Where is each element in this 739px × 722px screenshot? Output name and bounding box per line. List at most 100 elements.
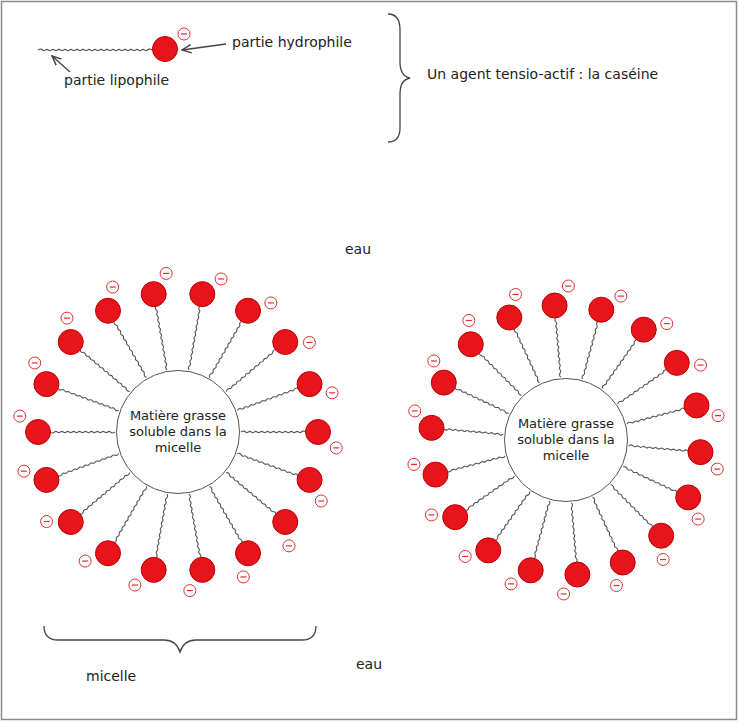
charge-symbol [64, 318, 70, 319]
hydrophilic-head [458, 332, 483, 357]
hydrophilic-head [273, 330, 298, 355]
lipophilic-tail [623, 467, 677, 493]
charge-symbol [178, 28, 190, 40]
charge-symbol [61, 312, 73, 324]
hydrophilic-head [190, 557, 215, 582]
charge-symbol [333, 447, 339, 448]
hydrophilic-head [423, 462, 448, 487]
lipophilic-tail [592, 497, 617, 551]
lipophilic-tail [447, 456, 505, 472]
charge-symbol [129, 579, 141, 591]
charge-symbol [41, 516, 53, 528]
charge-symbol [329, 392, 335, 393]
charge-symbol [408, 458, 420, 470]
hydrophilic-head [419, 415, 444, 440]
charge-symbol [664, 323, 670, 324]
charge-symbol [107, 281, 119, 293]
medium-label: eau [343, 241, 373, 257]
charge-symbol [466, 320, 472, 321]
charge-symbol [21, 471, 27, 472]
lipophilic-tail [455, 388, 509, 414]
charge-symbol [218, 278, 224, 279]
lipophilic-tail [209, 321, 242, 377]
brace [44, 626, 316, 652]
lipophilic-tail [210, 487, 243, 543]
hydrophilic-head [96, 541, 121, 566]
fat-core: Matière grasse soluble dans la micelle [504, 378, 628, 502]
lipophilic-tail [237, 388, 298, 410]
hydrophilic-head [443, 505, 468, 530]
charge-symbol [463, 315, 475, 327]
lipophilic-tail [156, 494, 168, 558]
micelle-illustration [14, 267, 724, 600]
charge-symbol [714, 468, 720, 469]
charge-symbol [660, 559, 666, 560]
charge-symbol [562, 280, 574, 292]
hydrophilic-head [236, 541, 261, 566]
brace [388, 14, 410, 142]
hydrophilic-head [565, 562, 590, 587]
surfactant-illustration [38, 28, 190, 62]
charge-symbol [14, 410, 26, 422]
lipophilic-tail [241, 431, 306, 433]
charge-symbol [661, 318, 673, 330]
charge-symbol [711, 463, 723, 475]
hydrophilic-head [476, 538, 501, 563]
hydrophilic-head [190, 282, 215, 307]
charge-symbol [160, 267, 172, 279]
charge-symbol [18, 465, 30, 477]
charge-symbol [237, 571, 249, 583]
charge-symbol [306, 342, 312, 343]
lipophilic-tail [58, 388, 119, 410]
lipophilic-tail [114, 321, 147, 377]
hydrophilic-head [141, 557, 166, 582]
hydrophilic-head [58, 330, 83, 355]
charge-symbol [459, 550, 471, 562]
charge-symbol [29, 357, 41, 369]
lipophilic-tail [226, 472, 276, 514]
hydrophilic-head [542, 293, 567, 318]
charge-symbol [265, 297, 277, 309]
hydrophilic-head [34, 372, 59, 397]
hydrophilic-head [518, 558, 543, 583]
hydrophilic-head [684, 393, 709, 418]
hydrophilic-head [153, 37, 178, 62]
lipophilic-tail [571, 503, 577, 563]
charge-symbol [409, 405, 421, 417]
hydrophilic-head [26, 420, 51, 445]
part-name: micelle [84, 668, 138, 684]
hydrophilic-head [34, 467, 59, 492]
charge-symbol [695, 518, 701, 519]
charge-symbol [513, 294, 519, 295]
medium-label: eau [354, 656, 384, 672]
charge-symbol [505, 578, 517, 590]
lipophilic-tail [479, 353, 521, 396]
part-name: partie lipophile [62, 72, 171, 88]
hydrophilic-head [610, 550, 635, 575]
charge-symbol [558, 588, 570, 600]
charge-symbol [326, 387, 338, 399]
lipophilic-tail [155, 306, 167, 370]
hydrophilic-head [631, 317, 656, 342]
charge-symbol [330, 442, 342, 454]
lipophilic-tail [38, 49, 152, 51]
charge-symbol [315, 495, 327, 507]
charge-symbol [657, 553, 669, 565]
charge-symbol [698, 364, 704, 365]
fat-core: Matière grasse soluble dans la micelle [116, 370, 240, 494]
lipophilic-tail [610, 485, 652, 528]
charge-symbol [615, 290, 627, 302]
charge-symbol [508, 583, 514, 584]
lipophilic-tail [50, 431, 115, 433]
lipophilic-tail [114, 487, 147, 543]
hydrophilic-head [236, 298, 261, 323]
charge-symbol [132, 584, 138, 585]
lipophilic-tail [465, 476, 514, 510]
hydrophilic-head [141, 282, 166, 307]
hydrophilic-head [688, 440, 713, 465]
charge-symbol [240, 576, 246, 577]
hydrophilic-head [96, 298, 121, 323]
hydrophilic-head [297, 467, 322, 492]
charge-symbol [618, 296, 624, 297]
